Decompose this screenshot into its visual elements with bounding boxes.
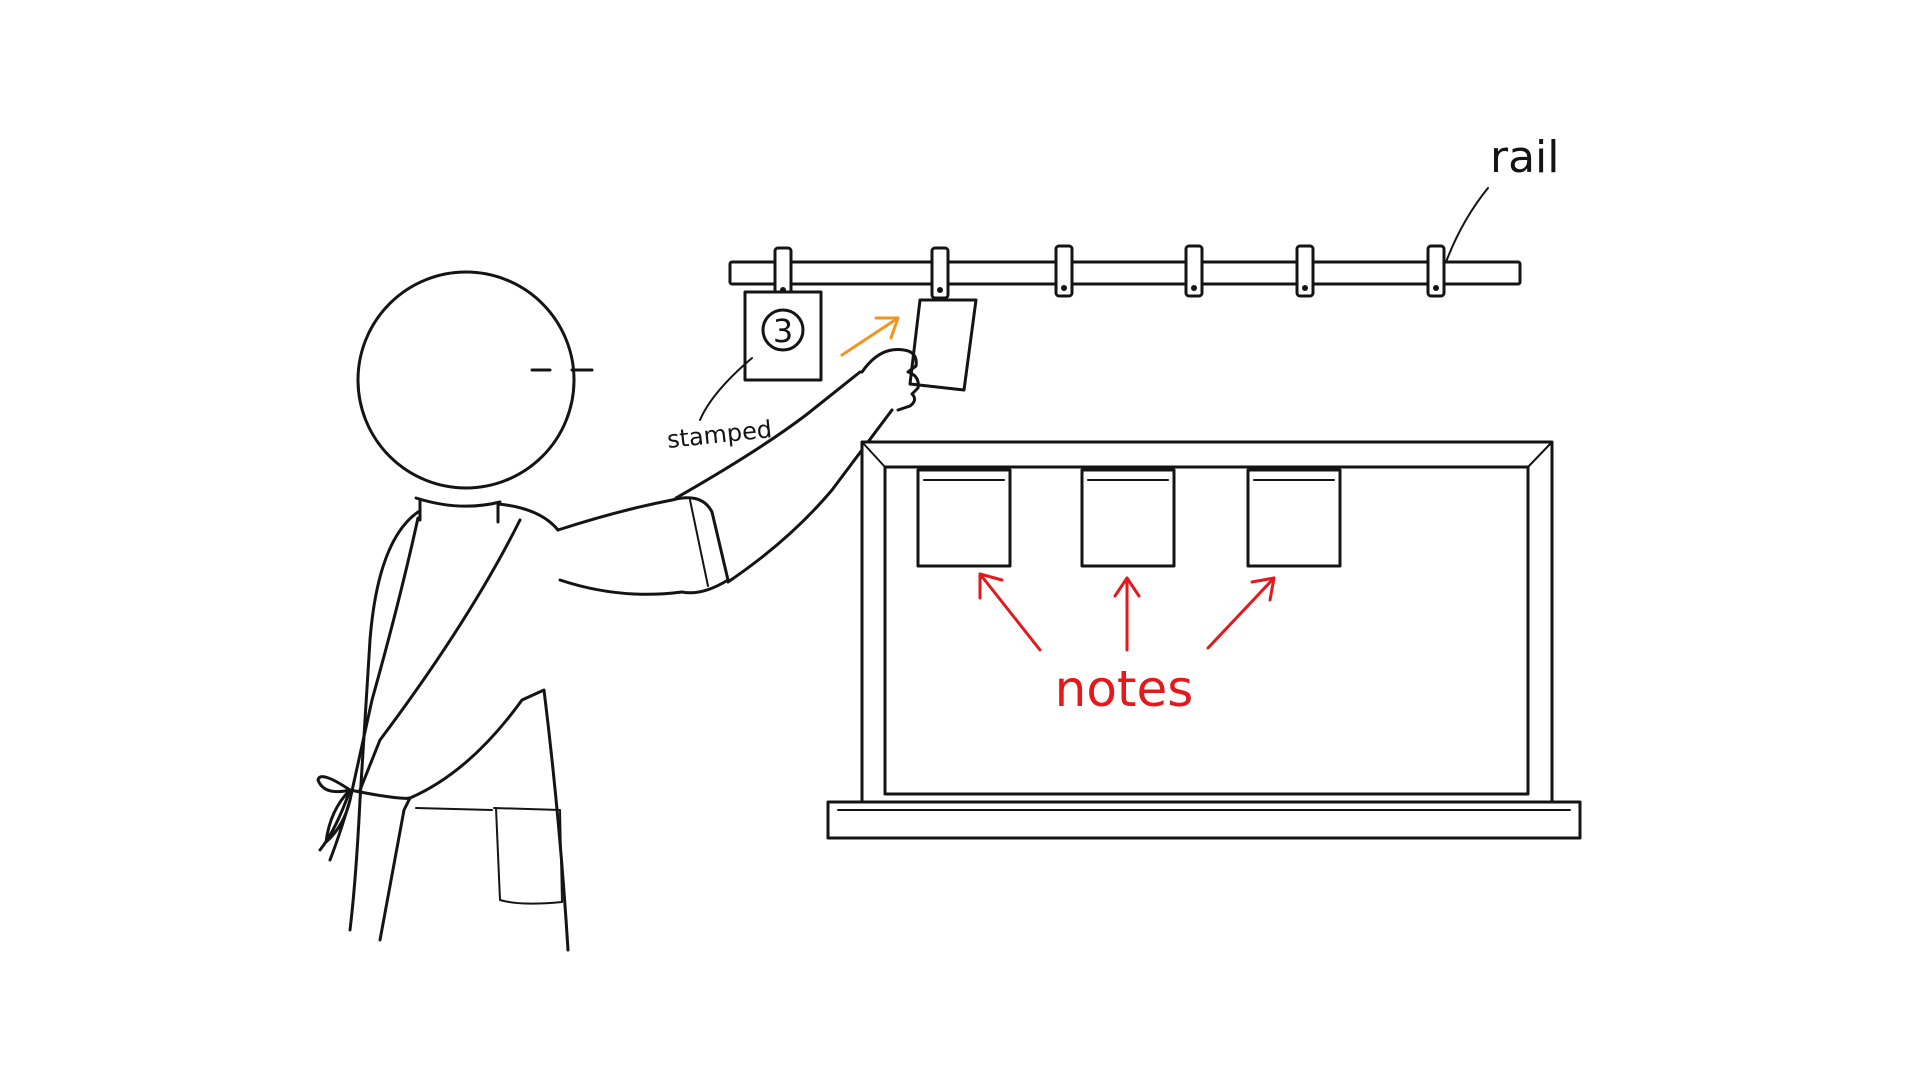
head [356, 270, 576, 490]
pinned-note [1080, 468, 1176, 568]
arm-upper [674, 370, 862, 500]
rail-label: rail [1490, 132, 1560, 183]
rail-clip [1054, 244, 1074, 298]
rail-clip [1295, 244, 1315, 298]
stamped-leader-line [699, 357, 753, 421]
stamped-ticket: 3 [743, 290, 823, 382]
notes-board: notes [826, 440, 1582, 840]
rail-bar [728, 260, 1522, 286]
hand [860, 347, 920, 412]
rail-clip [1426, 244, 1446, 298]
notes-label: notes [1055, 660, 1194, 718]
notes-arrow [978, 572, 1042, 652]
rail-leader-line [1445, 187, 1489, 263]
ticket-number-circle [761, 308, 805, 352]
held-ticket [908, 298, 978, 392]
board-ledge [826, 800, 1582, 840]
pinned-note [1246, 468, 1342, 568]
apron-strap [348, 516, 420, 802]
notes-arrow [1206, 576, 1276, 650]
torso [348, 510, 420, 932]
sleeve-cuff [670, 496, 730, 595]
rail-clip [930, 246, 950, 300]
ticket-rail [728, 244, 1522, 300]
pinned-note [916, 468, 1012, 568]
apron-pocket [493, 807, 563, 905]
ticket-number: 3 [773, 312, 793, 350]
cook-figure [316, 270, 920, 952]
apron-strap [358, 518, 522, 792]
arm-lower [726, 408, 894, 584]
apron-bow [316, 775, 352, 862]
notes-arrow [1113, 576, 1141, 652]
rail-clip [1184, 244, 1204, 298]
pin-arrow [840, 316, 900, 357]
